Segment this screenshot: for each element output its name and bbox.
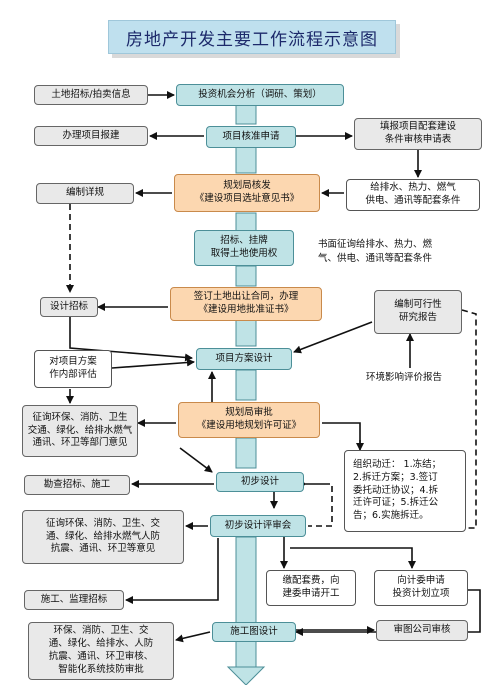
planning-bureau-permit-node: 规划局审批 《建设用地规划许可证》 xyxy=(178,402,320,438)
construction-drawing-node: 施工图设计 xyxy=(212,622,296,642)
invest-analysis-node: 投资机会分析（调研、策划） xyxy=(176,84,344,106)
written-opinion-text: 书面征询给排水、热力、燃 气、供电、通讯等配套条件 xyxy=(318,239,433,264)
fill-project-form-node: 填报项目配套建设 条件审核申请表 xyxy=(354,118,482,150)
feasibility-report-node: 编制可行性 研究报告 xyxy=(374,290,462,334)
preliminary-review-node: 初步设计评审会 xyxy=(210,515,306,537)
land-contract-node: 签订土地出让合同，办理 《建设用地批准证书》 xyxy=(170,287,322,321)
relocation-node: 组织动迁： 1.冻结； 2.拆迁方案；3.签订 委托动迁协议；4.拆 迁许可证；… xyxy=(344,450,466,532)
page-title: 房地产开发主要工作流程示意图 xyxy=(108,20,396,54)
land-tender-node: 招标、挂牌 取得土地使用权 xyxy=(194,230,294,266)
plan-detail-node: 编制详规 xyxy=(36,183,134,204)
project-approval-node: 项目核准申请 xyxy=(206,126,296,148)
env-impact-report-text: 环境影响评价报告 xyxy=(366,372,443,383)
review-company-node: 审图公司审核 xyxy=(376,620,468,641)
project-filing-node: 办理项目报建 xyxy=(34,126,148,146)
consult-departments-node: 征询环保、消防、卫生 交通、绿化、给排水燃气 通讯、环卫等部门意见 xyxy=(22,405,138,457)
survey-bid-node: 勘查招标、施工 xyxy=(24,475,130,495)
preliminary-design-node: 初步设计 xyxy=(216,472,304,492)
final-review-node: 环保、消防、卫生、交 通、绿化、给排水、人防 抗震、通讯、环卫审核、 智能化系统… xyxy=(28,622,174,680)
scheme-design-node: 项目方案设计 xyxy=(196,348,292,370)
internal-evaluation-node: 对项目方案 作内部评估 xyxy=(34,350,112,388)
design-bid-node: 设计招标 xyxy=(40,297,98,317)
supporting-fees-node: 缴配套费，向 建委申请开工 xyxy=(266,570,356,606)
planning-bureau-site-node: 规划局核发 《建设项目选址意见书》 xyxy=(174,174,320,212)
consult-departments-2-node: 征询环保、消防、卫生、交 通、绿化、给排水燃气人防 抗震、通讯、环卫等意见 xyxy=(22,510,184,564)
plan-commission-node: 向计委申请 投资计划立项 xyxy=(374,570,468,606)
utilities-conditions-node: 给排水、热力、燃气 供电、通讯等配套条件 xyxy=(346,179,480,211)
main-trunk-arrow xyxy=(226,103,266,685)
construction-bid-node: 施工、监理招标 xyxy=(24,590,124,610)
land-bid-node: 土地招标/拍卖信息 xyxy=(34,85,148,105)
